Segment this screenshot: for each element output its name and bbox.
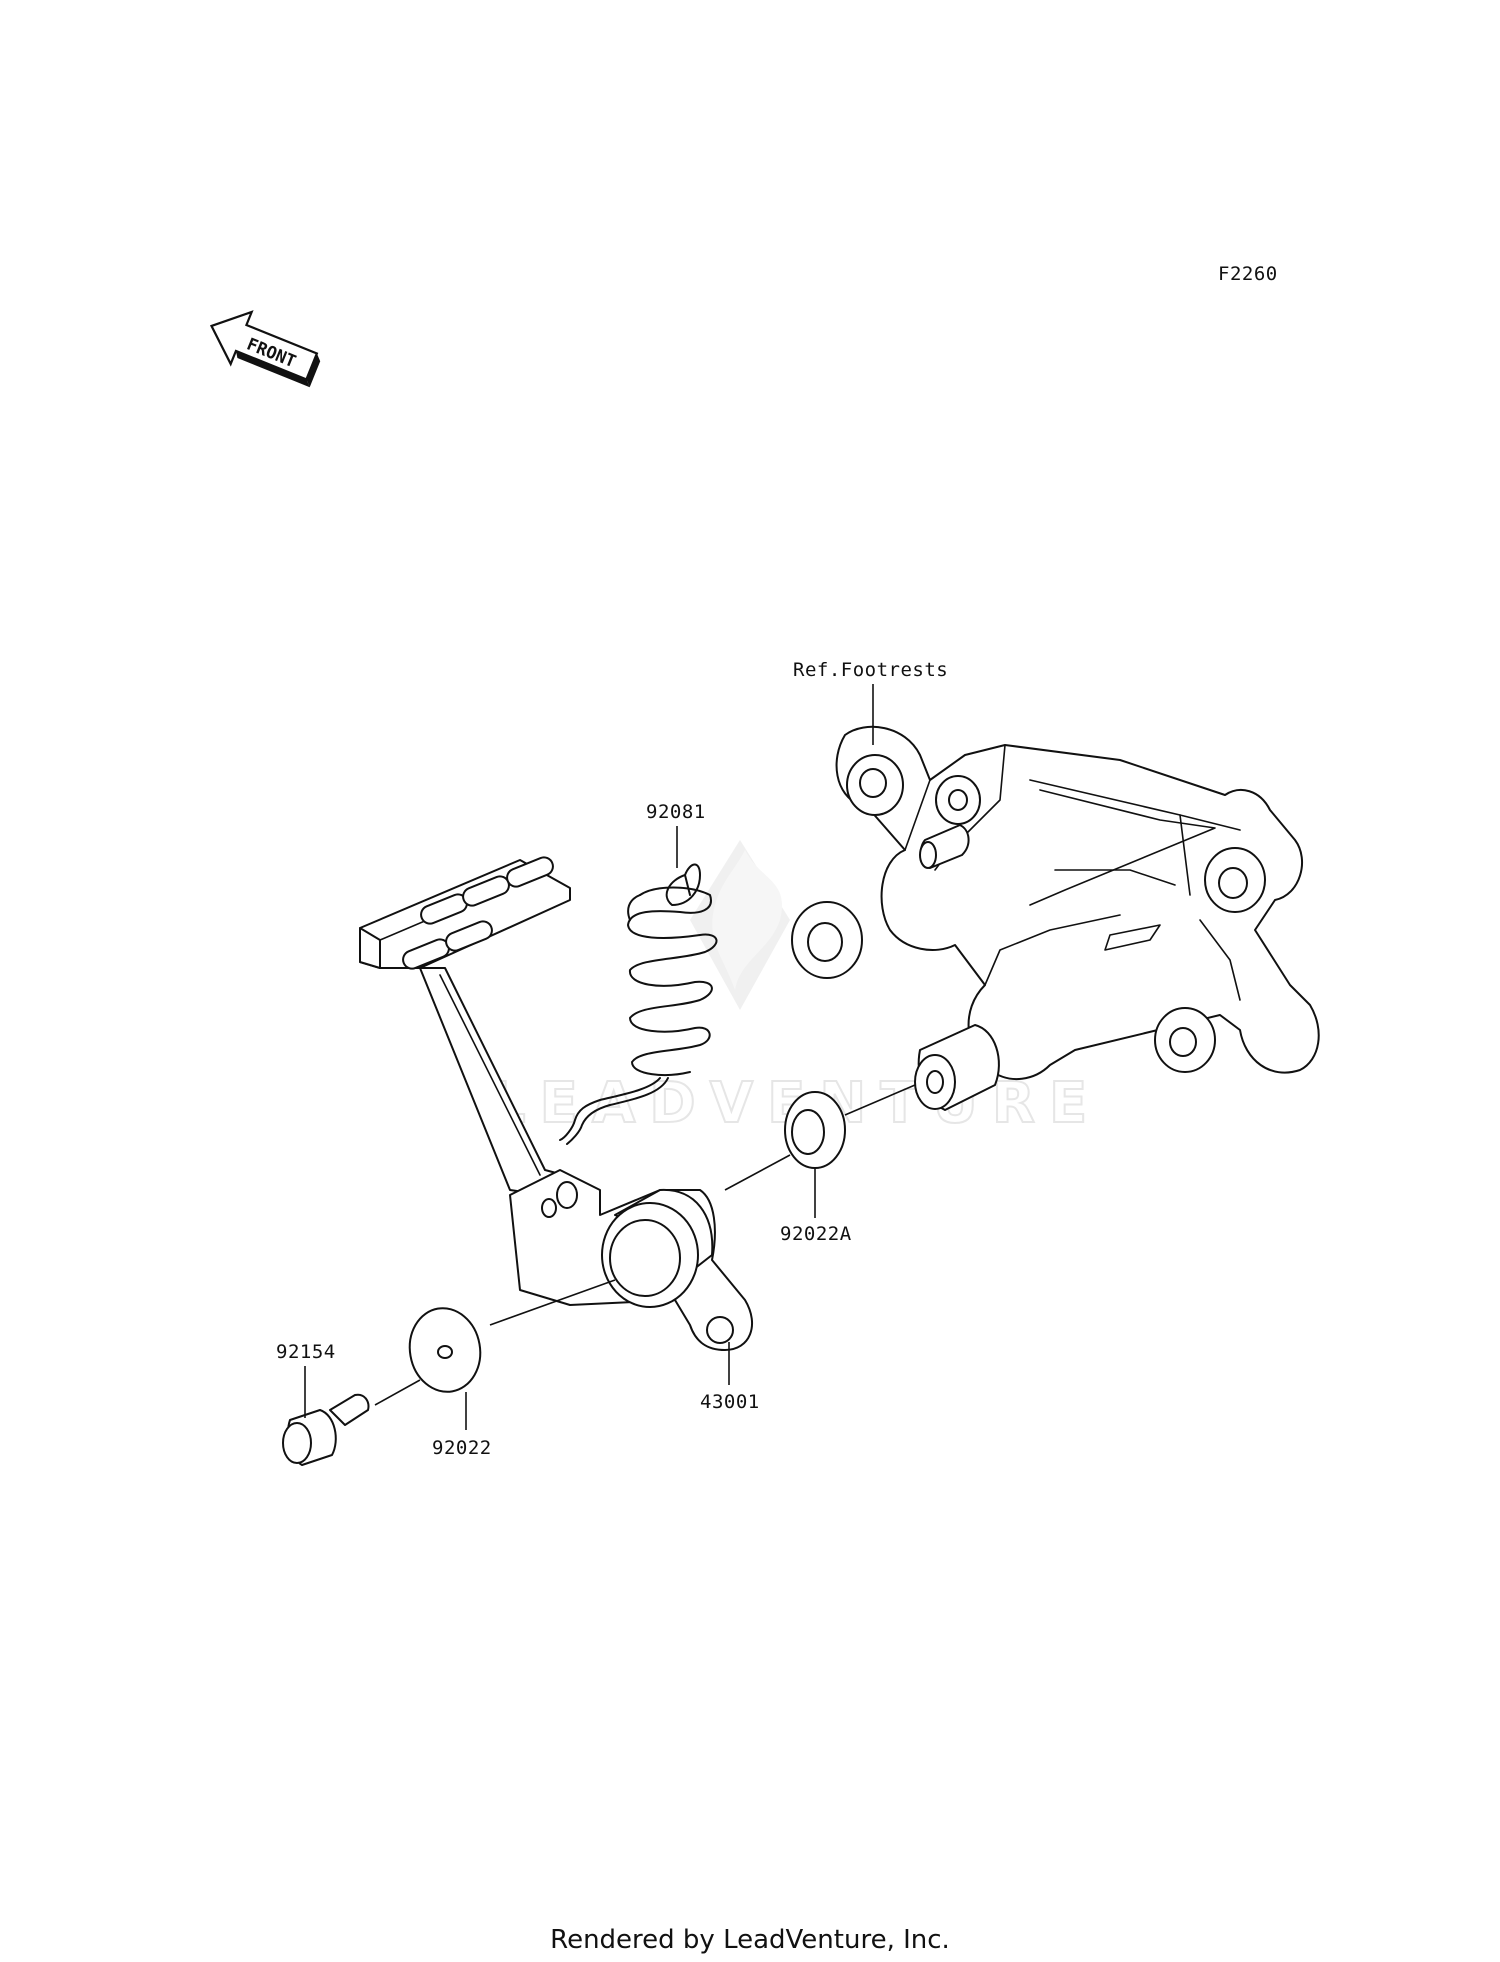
spring-92081 — [559, 863, 718, 1145]
brake-pedal-43001 — [359, 856, 754, 1351]
part-callout-92022A: 92022A — [780, 1168, 852, 1245]
diagram-code: F2260 — [1218, 263, 1278, 285]
washer-92022 — [408, 1307, 482, 1393]
ref-footrests-callout: Ref.Footrests — [793, 659, 948, 745]
ref-footrests-label: Ref.Footrests — [793, 659, 948, 681]
footrest-bracket — [791, 725, 1320, 1111]
bolt-92154 — [282, 1393, 370, 1466]
part-callout-92081: 92081 — [646, 801, 706, 868]
front-arrow-icon: FRONT — [209, 310, 321, 388]
part-number-43001: 43001 — [700, 1391, 760, 1413]
part-number-92154: 92154 — [276, 1341, 336, 1363]
washer-92022A — [784, 1091, 846, 1169]
part-callout-92022: 92022 — [432, 1392, 492, 1459]
part-number-92022A: 92022A — [780, 1223, 852, 1245]
assembly-lines — [374, 1084, 916, 1406]
part-number-92081: 92081 — [646, 801, 706, 823]
part-callout-92154: 92154 — [276, 1341, 336, 1418]
footer-credit: Rendered by LeadVenture, Inc. — [550, 1925, 950, 1955]
part-number-92022: 92022 — [432, 1437, 492, 1459]
part-callout-43001: 43001 — [700, 1342, 760, 1413]
